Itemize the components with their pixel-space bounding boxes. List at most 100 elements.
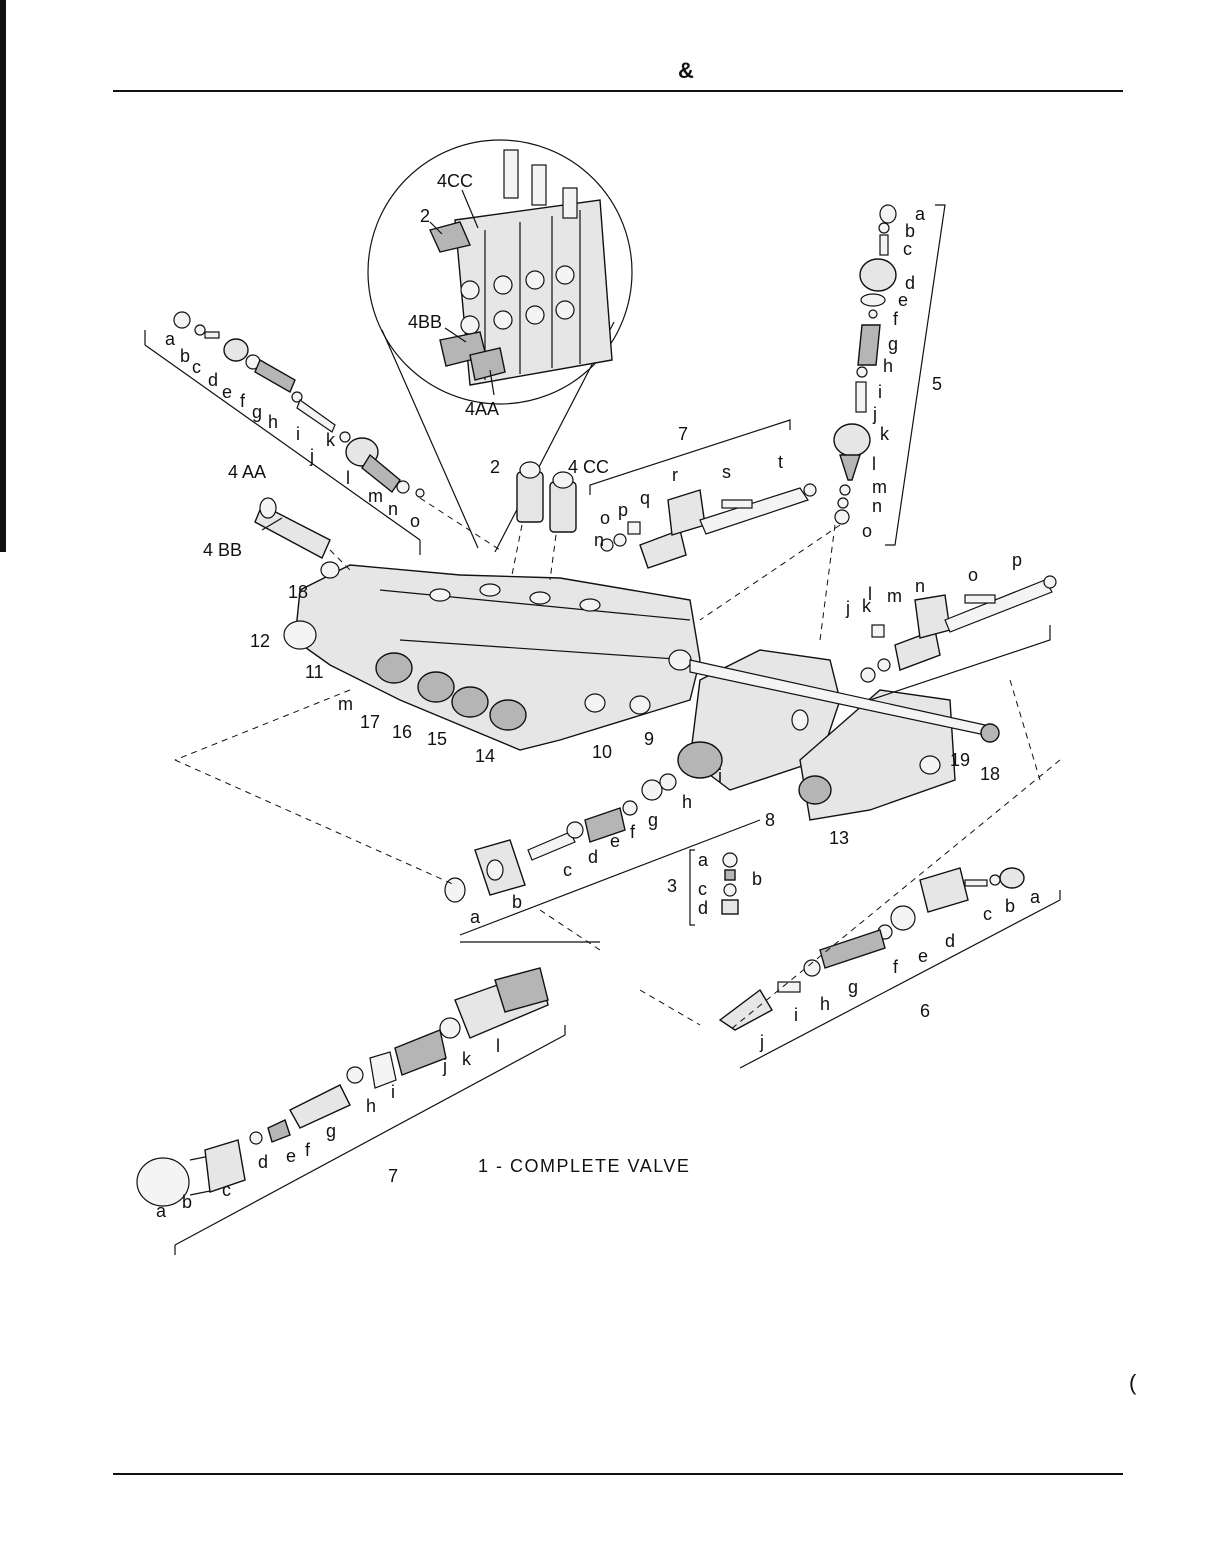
svg-text:c: c [192,357,201,377]
svg-text:m: m [887,586,902,606]
callout-inset-4cc: 4CC [437,171,473,191]
svg-text:f: f [893,309,899,329]
callout-8: 8 [765,810,775,830]
main-valve-bank [284,562,700,750]
svg-text:i: i [794,1005,798,1025]
svg-text:i: i [391,1082,395,1102]
svg-text:e: e [610,831,620,851]
svg-text:g: g [848,977,858,997]
guide-line-right [1010,680,1040,780]
svg-text:m: m [872,477,887,497]
svg-text:h: h [682,792,692,812]
spool-group-8 [445,774,760,950]
svg-text:b: b [905,221,915,241]
svg-text:b: b [182,1192,192,1212]
callout-18-right: 18 [980,764,1000,784]
svg-text:c: c [563,860,572,880]
svg-text:f: f [630,822,636,842]
edge-mark: ( [1129,1370,1136,1396]
svg-text:c: c [903,239,912,259]
svg-text:n: n [915,576,925,596]
svg-text:a: a [915,204,926,224]
svg-text:f: f [240,391,246,411]
relief-cartridge-4bb [255,498,350,570]
svg-text:j: j [872,404,877,424]
svg-text:j: j [309,446,314,466]
callout-2: 2 [490,457,500,477]
spool-group-7-top [590,420,816,568]
svg-text:i: i [718,766,722,786]
svg-text:t: t [778,452,783,472]
callout-19: 19 [950,750,970,770]
spool-group-5 [700,205,945,640]
svg-text:m: m [368,486,383,506]
svg-text:e: e [898,290,908,310]
svg-text:c: c [698,879,707,899]
svg-text:a: a [156,1201,167,1221]
callout-4cc: 4 CC [568,457,609,477]
group-5-letters: a b c d e f g h i j k l m n o [862,204,926,541]
svg-text:k: k [326,430,336,450]
callout-17: 17 [360,712,380,732]
svg-text:b: b [180,346,190,366]
svg-text:i: i [878,382,882,402]
svg-text:f: f [305,1140,311,1160]
svg-text:d: d [698,898,708,918]
svg-text:g: g [252,402,262,422]
cartridges-2-4cc [512,462,576,580]
callout-7-top: 7 [678,424,688,444]
svg-text:j: j [442,1056,447,1076]
svg-text:a: a [470,907,481,927]
group-4aa-letters: a b c d e f g h i j k l m n o [165,329,420,531]
svg-text:k: k [462,1049,472,1069]
callout-5: 5 [932,374,942,394]
svg-text:b: b [512,892,522,912]
group-7-bottom-letters: a b c d e f g h i j k l [156,1036,500,1221]
callout-3: 3 [667,876,677,896]
svg-text:j: j [759,1032,764,1052]
svg-text:r: r [672,465,678,485]
svg-text:i: i [296,424,300,444]
svg-text:o: o [968,565,978,585]
callout-18-left: 18 [288,582,308,602]
svg-text:d: d [208,370,218,390]
svg-text:e: e [286,1146,296,1166]
svg-text:q: q [640,488,650,508]
svg-text:n: n [388,499,398,519]
svg-text:o: o [862,521,872,541]
svg-text:n: n [594,530,604,550]
svg-text:e: e [222,382,232,402]
svg-text:p: p [1012,550,1022,570]
callout-16: 16 [392,722,412,742]
callout-inset-4aa: 4AA [465,399,499,419]
callout-inset-2: 2 [420,206,430,226]
svg-text:o: o [410,511,420,531]
svg-text:l: l [868,584,872,604]
svg-text:l: l [496,1036,500,1056]
svg-text:g: g [326,1121,336,1141]
callout-m: m [338,694,353,714]
svg-text:h: h [883,356,893,376]
svg-text:h: h [366,1096,376,1116]
svg-text:b: b [1005,896,1015,916]
callout-4aa: 4 AA [228,462,266,482]
svg-text:p: p [618,500,628,520]
diagram-caption: 1 - COMPLETE VALVE [478,1156,690,1177]
callout-12: 12 [250,631,270,651]
callout-10: 10 [592,742,612,762]
guide-line-left-lower [175,760,455,885]
svg-text:d: d [258,1152,268,1172]
svg-text:a: a [1030,887,1041,907]
svg-text:d: d [588,847,598,867]
svg-text:d: d [945,931,955,951]
svg-text:n: n [872,496,882,516]
callout-inset-4bb: 4BB [408,312,442,332]
svg-text:h: h [268,412,278,432]
guide-line-left [175,690,350,760]
svg-text:l: l [346,468,350,488]
callout-11: 11 [305,662,324,682]
svg-text:s: s [722,462,731,482]
svg-text:a: a [165,329,176,349]
